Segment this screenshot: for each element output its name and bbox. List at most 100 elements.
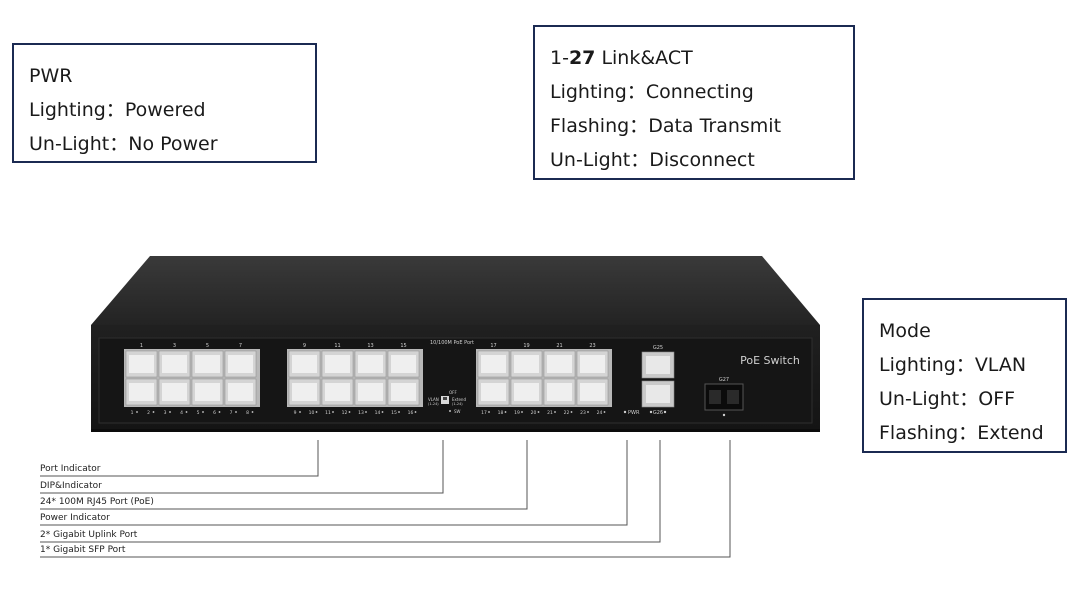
mode-flashing-label: Flashing： — [879, 422, 978, 444]
port-indicator-led — [554, 411, 556, 413]
mode-flashing-value: Extend — [977, 422, 1044, 444]
dip-switch: OFF VLAN (1-24) Extend (1-24) SW — [428, 390, 466, 414]
poe-port-group-label: 10/100M PoE Port — [430, 340, 474, 346]
pwr-lighting-line: Lighting：Powered — [29, 93, 315, 127]
top-port-number: 17 — [490, 343, 496, 349]
uplink-bottom-label: G26 — [653, 410, 663, 416]
dip-extend-sub-label: (1-24) — [452, 402, 463, 406]
link-flashing-value: Data Transmit — [648, 115, 782, 137]
top-port-number: 13 — [367, 343, 373, 349]
top-port-number: 5 — [206, 343, 209, 349]
port-indicator-led — [488, 411, 490, 413]
bottom-port-number: 8 — [246, 410, 249, 416]
pwr-title: PWR — [29, 65, 73, 87]
callout-line-port-indicator — [40, 440, 319, 477]
rj45-port-opening — [481, 383, 506, 401]
mode-lighting-label: Lighting： — [879, 354, 975, 376]
callout-power-indicator: Power Indicator — [40, 513, 110, 523]
sfp-port: G27 — [704, 377, 744, 417]
bottom-port-number: 16 — [408, 410, 414, 416]
mode-unlight-value: OFF — [978, 388, 1016, 410]
bottom-port-number: 15 — [391, 410, 397, 416]
callout-line-sfp-port — [40, 440, 731, 558]
rj45-port-opening — [358, 355, 383, 373]
link-unlight-value: Disconnect — [649, 149, 755, 171]
rj45-port-opening — [514, 383, 539, 401]
link-lighting-label: Lighting： — [550, 81, 646, 103]
rj45-port-opening — [580, 383, 605, 401]
pwr-lighting-value: Powered — [124, 99, 206, 121]
link-flashing-line: Flashing：Data Transmit — [550, 109, 853, 143]
rj45-port-opening — [358, 383, 383, 401]
top-port-number: 1 — [140, 343, 143, 349]
port-indicator-led — [537, 411, 540, 413]
mode-flashing-line: Flashing：Extend — [879, 416, 1065, 450]
power-led — [623, 410, 627, 414]
sfp-label: G27 — [719, 377, 729, 383]
dip-vlan-sub-label: (1-24) — [428, 402, 439, 406]
bottom-port-number: 5 — [197, 410, 200, 416]
link-title-number: 27 — [568, 47, 596, 69]
dip-indicator-led — [449, 410, 451, 412]
port-indicator-led — [251, 411, 254, 413]
rj45-port-opening — [391, 383, 416, 401]
port-indicator-led — [587, 411, 589, 413]
link-unlight-label: Un-Light： — [550, 149, 650, 171]
link-title-prefix: 1- — [550, 47, 569, 69]
bottom-port-number: 20 — [531, 410, 537, 416]
bottom-port-number: 3 — [164, 410, 167, 416]
mode-info-box: Mode Lighting：VLAN Un-Light：OFF Flashing… — [862, 298, 1067, 453]
rj45-port-opening — [580, 355, 605, 373]
link-lighting-value: Connecting — [645, 81, 754, 103]
pwr-label: PWR — [628, 410, 640, 416]
port-indicator-led — [152, 411, 155, 413]
link-title: 1-27 Link&ACT — [550, 41, 853, 75]
rj45-port-opening — [195, 355, 220, 373]
rj45-port-opening — [195, 383, 220, 401]
bottom-port-number: 13 — [358, 410, 364, 416]
link-act-info-box: 1-27 Link&ACT Lighting：Connecting Flashi… — [533, 25, 855, 180]
bottom-port-number: 9 — [294, 410, 297, 416]
rj45-port-opening — [129, 355, 154, 373]
port-indicator-led — [570, 411, 573, 413]
bottom-port-number: 4 — [180, 410, 183, 416]
port-indicator-led — [202, 411, 204, 413]
bottom-port-number: 11 — [325, 410, 331, 416]
top-port-number: 19 — [523, 343, 529, 349]
bottom-port-number: 14 — [375, 410, 381, 416]
dip-vlan-label: VLAN — [428, 397, 439, 402]
pwr-unlight-value: No Power — [128, 133, 218, 155]
rj45-port-opening — [162, 355, 187, 373]
uplink-port-g25-opening — [646, 356, 670, 374]
port-indicator-led — [603, 411, 606, 413]
bottom-port-number: 6 — [213, 410, 216, 416]
link-flashing-label: Flashing： — [550, 115, 649, 137]
mode-title: Mode — [879, 320, 931, 342]
bottom-port-number: 24 — [597, 410, 603, 416]
bottom-port-number: 19 — [514, 410, 520, 416]
rj45-port-opening — [325, 355, 350, 373]
dip-sw-label: SW — [454, 409, 461, 414]
mode-unlight-label: Un-Light： — [879, 388, 979, 410]
port-indicator-led — [218, 411, 221, 413]
top-port-number: 21 — [556, 343, 562, 349]
rj45-port-opening — [228, 355, 253, 373]
rj45-port-opening — [481, 355, 506, 373]
rj45-port-opening — [325, 383, 350, 401]
rj45-port-opening — [547, 355, 572, 373]
mode-lighting-value: VLAN — [974, 354, 1027, 376]
uplink-top-label: G25 — [653, 345, 663, 351]
pwr-unlight-label: Un-Light： — [29, 133, 129, 155]
gigabit-uplink-ports: G25 G26 — [641, 345, 675, 416]
link-unlight-line: Un-Light：Disconnect — [550, 143, 853, 177]
bottom-port-number: 21 — [547, 410, 553, 416]
port-indicator-led — [315, 411, 318, 413]
device-top-surface — [91, 256, 820, 325]
dip-off-label: OFF — [449, 390, 457, 395]
link-lighting-line: Lighting：Connecting — [550, 75, 853, 109]
bottom-port-number: 10 — [309, 410, 315, 416]
bottom-port-number: 23 — [580, 410, 586, 416]
